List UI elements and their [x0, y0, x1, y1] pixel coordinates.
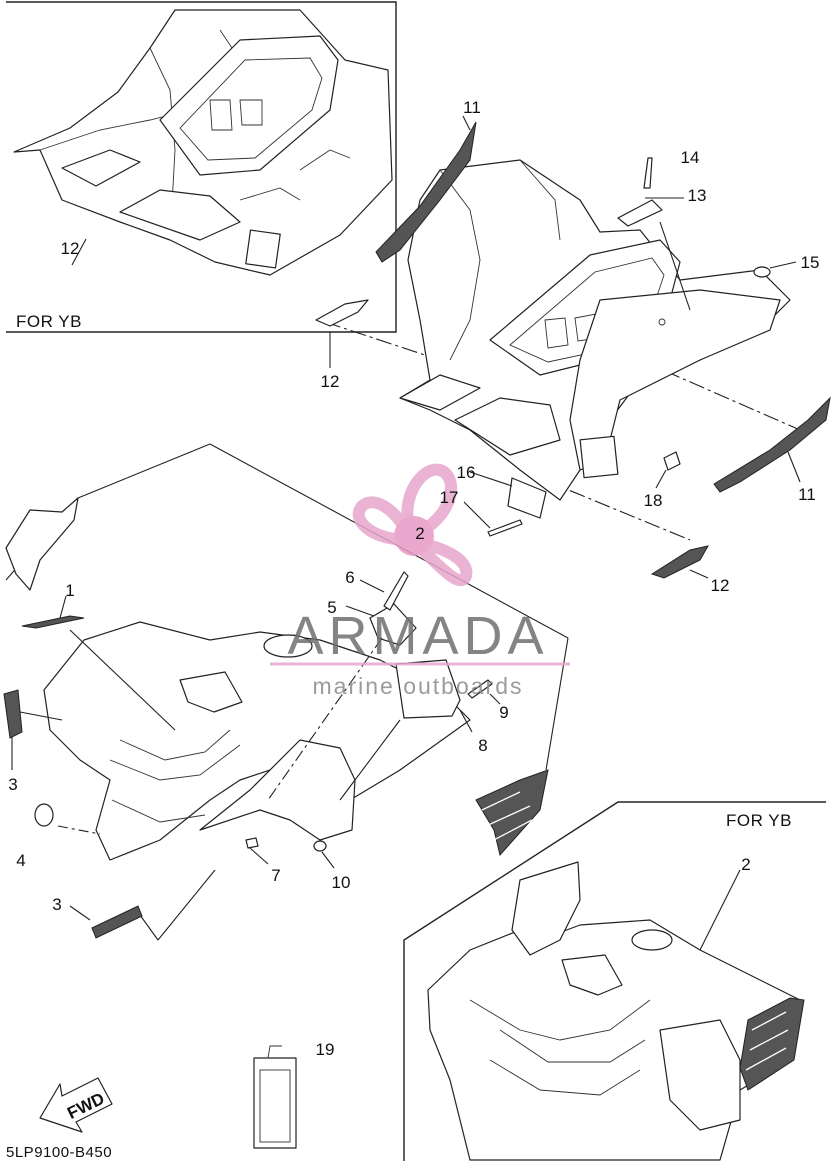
- callout-2-inset: 2: [741, 855, 750, 874]
- callout-9: 9: [499, 703, 508, 722]
- callout-15: 15: [801, 253, 820, 272]
- fwd-arrow-icon: FWD: [39, 1077, 113, 1133]
- drawing-code: 5LP9100-B450: [6, 1144, 112, 1161]
- callout-2: 2: [415, 524, 424, 543]
- callout-3-upper: 3: [8, 775, 17, 794]
- callout-10: 10: [332, 873, 351, 892]
- callout-11-right: 11: [798, 485, 816, 504]
- inset-bottom-right: [403, 801, 826, 1161]
- callout-12-right: 12: [711, 576, 730, 595]
- callout-19: 19: [316, 1040, 335, 1059]
- inset-top-left: [6, 1, 397, 333]
- watermark-tagline: marine outboards: [313, 673, 524, 699]
- inset-bottom-right-label: FOR YB: [726, 811, 792, 830]
- callout-7: 7: [271, 866, 280, 885]
- callout-14: 14: [681, 148, 700, 167]
- callout-12-inset: 12: [61, 239, 80, 258]
- callout-6: 6: [345, 568, 354, 587]
- small-parts: [3, 115, 831, 1149]
- callout-1: 1: [65, 581, 74, 600]
- callout-numbers: 11 14 13 15 12 11 16 17 18 12 2 6 5 1 9 …: [8, 98, 819, 1059]
- propeller-logo-icon: [352, 463, 473, 586]
- inset-top-left-label: FOR YB: [16, 312, 82, 331]
- callout-11: 11: [463, 98, 481, 117]
- callout-12: 12: [321, 372, 340, 391]
- callout-3-lower: 3: [52, 895, 61, 914]
- front-fender: [5, 443, 569, 941]
- callout-5: 5: [327, 598, 336, 617]
- watermark: ARMADA marine outboards: [270, 463, 570, 699]
- callout-8: 8: [478, 736, 487, 755]
- callout-4: 4: [16, 851, 25, 870]
- callout-17: 17: [440, 488, 459, 507]
- callout-18: 18: [644, 491, 663, 510]
- callout-16: 16: [457, 463, 476, 482]
- propeller-hub: [394, 516, 434, 556]
- callout-13: 13: [688, 186, 707, 205]
- watermark-brand: ARMADA: [287, 606, 548, 666]
